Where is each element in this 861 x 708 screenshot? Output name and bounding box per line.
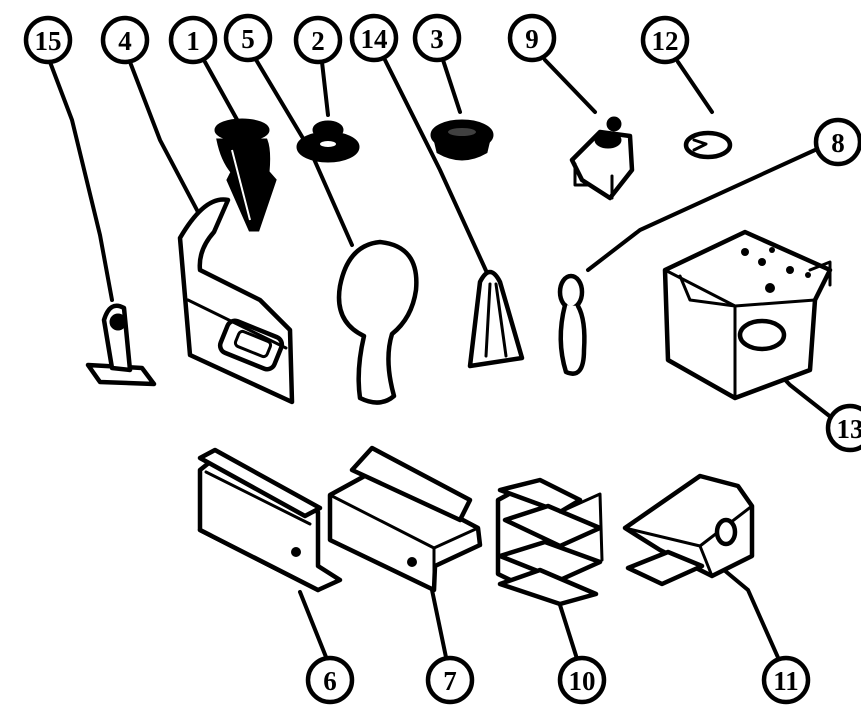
part-6-angle-bracket: [197, 447, 343, 593]
callout-5: 5: [223, 13, 273, 63]
leader-6: [298, 590, 330, 664]
svg-text:7: 7: [443, 666, 457, 696]
svg-text:10: 10: [569, 666, 596, 696]
leader-3: [441, 58, 462, 114]
leader-9: [543, 58, 597, 114]
part-9-spring-clip: [569, 116, 635, 201]
callout-12: 12: [640, 15, 690, 65]
callout-10: 10: [557, 655, 607, 705]
part-15-clip: [85, 303, 157, 387]
leader-11: [710, 558, 782, 664]
svg-text:12: 12: [652, 26, 679, 56]
leader-15: [48, 60, 114, 302]
leader-7: [430, 588, 449, 664]
svg-text:14: 14: [361, 24, 388, 54]
svg-text:11: 11: [773, 666, 799, 696]
callout-7: 7: [425, 655, 475, 705]
leader-8: [586, 148, 817, 272]
leader-2: [320, 60, 330, 117]
svg-text:6: 6: [323, 666, 337, 696]
leader-1: [203, 60, 242, 127]
part-3-plug: [430, 119, 494, 161]
callout-2: 2: [293, 15, 343, 65]
part-14-wedge-clip: [467, 269, 525, 369]
svg-text:13: 13: [837, 414, 861, 444]
callouts: 15 4 1 5 2 14 3 9: [23, 13, 861, 705]
callout-13: 13: [825, 403, 861, 453]
svg-text:5: 5: [241, 24, 255, 54]
leader-12: [676, 60, 714, 114]
leader-14: [383, 58, 490, 277]
part-5-keyhole-gasket: [336, 239, 419, 405]
svg-text:1: 1: [186, 26, 200, 56]
svg-text:3: 3: [430, 24, 444, 54]
svg-text:2: 2: [311, 26, 325, 56]
callout-4: 4: [100, 15, 150, 65]
callout-14: 14: [349, 13, 399, 63]
part-8-safety-clip: [557, 273, 587, 376]
leader-4: [128, 60, 200, 214]
part-13-box-bracket: [662, 229, 833, 401]
part-4-strap-bracket: [177, 197, 295, 405]
callout-6: 6: [305, 655, 355, 705]
callout-15: 15: [23, 15, 73, 65]
svg-text:4: 4: [118, 26, 132, 56]
part-7-channel-bracket: [327, 445, 483, 593]
svg-text:15: 15: [35, 26, 62, 56]
part-11-hinge-clip: [622, 473, 755, 587]
callout-8: 8: [813, 117, 861, 167]
part-10-comb-clip: [495, 477, 604, 607]
leader-10: [558, 603, 580, 664]
callout-3: 3: [412, 13, 462, 63]
callout-9: 9: [507, 13, 557, 63]
part-2-grommet: [296, 120, 360, 163]
callout-1: 1: [168, 15, 218, 65]
svg-text:9: 9: [525, 24, 539, 54]
leader-lines: [48, 56, 834, 664]
part-12-split-ring: [683, 130, 733, 160]
callout-11: 11: [761, 655, 811, 705]
svg-text:8: 8: [831, 128, 845, 158]
part-1-push-fastener: [214, 118, 277, 232]
